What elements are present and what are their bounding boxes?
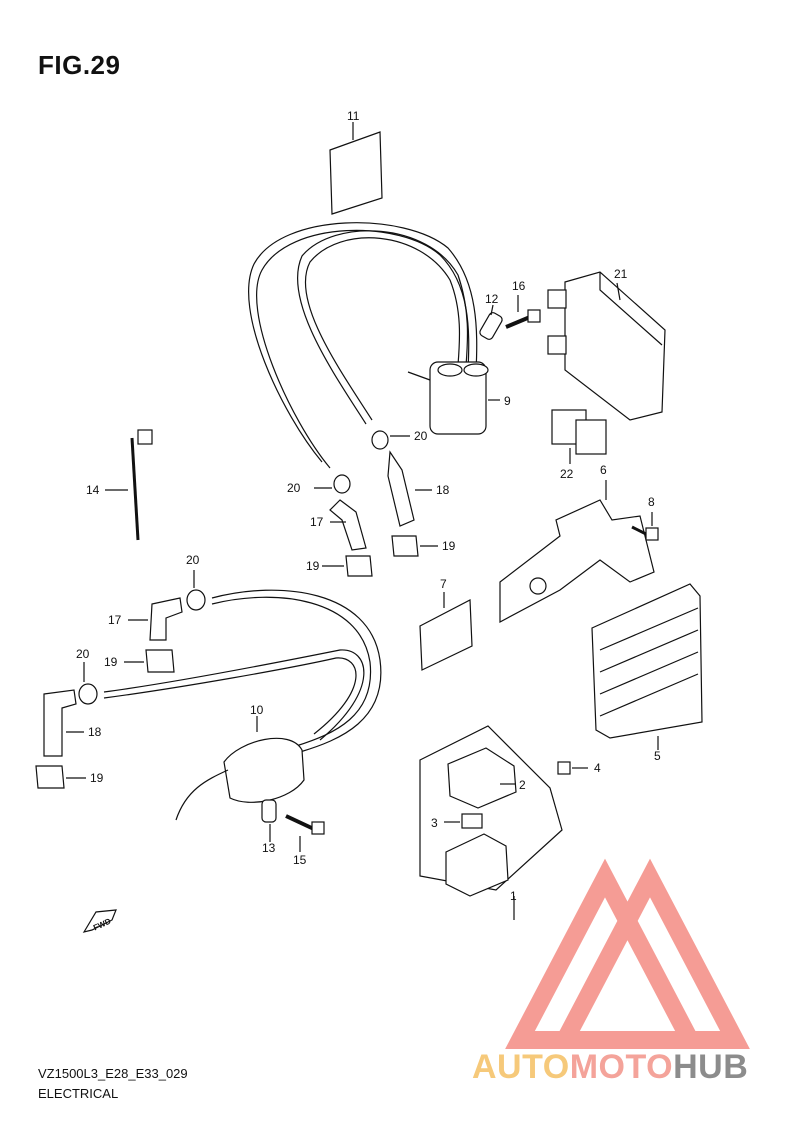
part-17-plug-cap-lower bbox=[128, 597, 183, 641]
part-22-relay bbox=[551, 409, 607, 464]
callout-20-lower-top: 20 bbox=[186, 553, 200, 567]
part-8-bolt bbox=[631, 512, 659, 541]
watermark-text-moto: MOTO bbox=[569, 1048, 674, 1086]
part-4-bolt bbox=[557, 761, 588, 775]
part-3-fuse bbox=[444, 813, 483, 829]
part-19-cap-upper-left bbox=[322, 555, 373, 577]
section-title: ELECTRICAL bbox=[38, 1086, 119, 1101]
part-11-label-sheet bbox=[329, 122, 383, 215]
callout-4: 4 bbox=[594, 761, 601, 775]
callout-17-lower: 17 bbox=[108, 613, 122, 627]
callout-15: 15 bbox=[293, 853, 307, 867]
part-13-spacer bbox=[261, 799, 277, 842]
part-2-relay-cover bbox=[447, 747, 517, 809]
callout-19-upper-left: 19 bbox=[306, 559, 320, 573]
part-15-bolt bbox=[285, 814, 325, 852]
fwd-arrow-icon bbox=[82, 909, 117, 933]
callout-19-lower-b: 19 bbox=[90, 771, 104, 785]
callout-14: 14 bbox=[86, 483, 100, 497]
callout-8: 8 bbox=[648, 495, 655, 509]
callout-19-upper-right: 19 bbox=[442, 539, 456, 553]
part-19-cap-upper-right bbox=[391, 535, 438, 557]
callout-2: 2 bbox=[519, 778, 526, 792]
part-9-ignition-coil bbox=[407, 361, 500, 435]
upper-ignition-cords bbox=[248, 222, 478, 469]
callout-1: 1 bbox=[510, 889, 517, 903]
part-20-grommet-lower-top bbox=[186, 570, 206, 611]
drawing-code: VZ1500L3_E28_E33_029 bbox=[38, 1066, 188, 1081]
callout-17-upper: 17 bbox=[310, 515, 324, 529]
part-21-ecu bbox=[547, 271, 666, 421]
callout-11: 11 bbox=[347, 109, 360, 123]
part-18-plug-cap-lower bbox=[43, 689, 84, 757]
callout-20-upper: 20 bbox=[414, 429, 428, 443]
callout-20-mid: 20 bbox=[287, 481, 301, 495]
callout-18-lower: 18 bbox=[88, 725, 102, 739]
callout-5: 5 bbox=[654, 749, 661, 763]
part-10-ignition-coil bbox=[175, 716, 305, 821]
part-18-plug-cap-upper bbox=[387, 450, 432, 527]
part-19-cap-lower-a bbox=[124, 649, 175, 673]
callout-21: 21 bbox=[614, 267, 628, 281]
part-1-relay-body bbox=[445, 833, 509, 897]
part-12-spacer bbox=[479, 304, 503, 340]
part-19-cap-lower-b bbox=[35, 765, 86, 789]
part-5-regulator bbox=[591, 583, 703, 750]
callout-12: 12 bbox=[485, 292, 499, 306]
callout-6: 6 bbox=[600, 463, 607, 477]
part-7-label-sheet bbox=[419, 592, 473, 671]
callout-20-lower-bottom: 20 bbox=[76, 647, 90, 661]
watermark-logo bbox=[505, 858, 750, 1049]
callout-10: 10 bbox=[250, 703, 264, 717]
part-16-bolt bbox=[505, 295, 541, 329]
callout-18-upper: 18 bbox=[436, 483, 450, 497]
part-17-plug-cap-upper bbox=[329, 499, 367, 551]
callout-16: 16 bbox=[512, 279, 526, 293]
part-6-bracket bbox=[499, 480, 655, 623]
watermark-text: AUTOMOTOHUB bbox=[472, 1048, 748, 1087]
callout-9: 9 bbox=[504, 394, 511, 408]
part-20-grommet-mid bbox=[314, 474, 351, 494]
watermark-text-auto: AUTO bbox=[472, 1048, 570, 1086]
part-14-cable-tie bbox=[105, 429, 153, 541]
part-20-grommet-upper bbox=[371, 430, 410, 450]
lower-ignition-cords bbox=[103, 589, 382, 753]
callout-22: 22 bbox=[560, 467, 574, 481]
callout-7: 7 bbox=[440, 577, 447, 591]
figure-title: FIG.29 bbox=[38, 50, 121, 80]
part-20-grommet-lower-bottom bbox=[78, 662, 98, 705]
callout-13: 13 bbox=[262, 841, 276, 855]
callout-19-lower-a: 19 bbox=[104, 655, 118, 669]
part-1-starter-relay-assembly bbox=[419, 725, 563, 920]
watermark-text-hub: HUB bbox=[673, 1048, 749, 1086]
callout-3: 3 bbox=[431, 816, 438, 830]
